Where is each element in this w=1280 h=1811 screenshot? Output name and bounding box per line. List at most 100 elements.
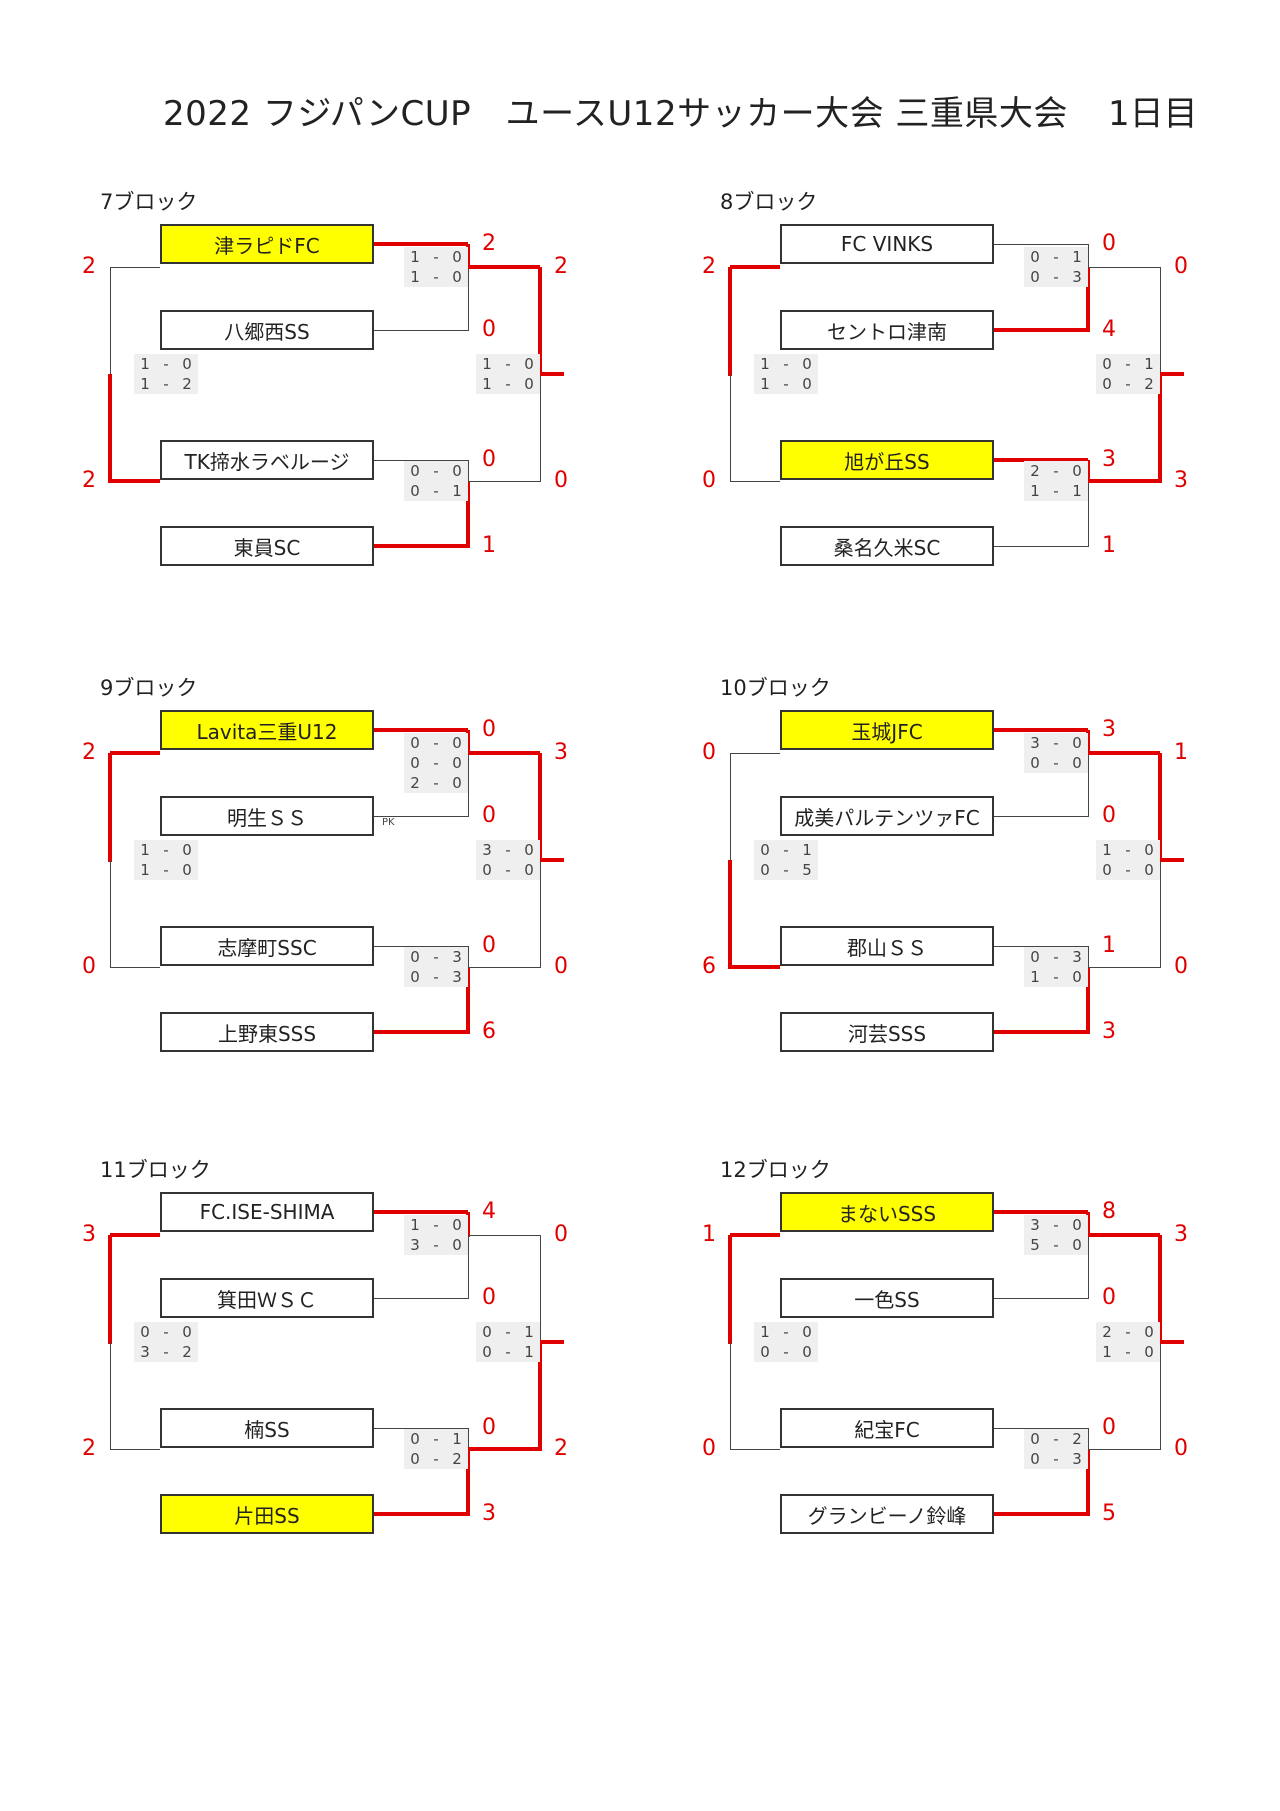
period-dash: -: [783, 1343, 789, 1361]
period-score-a: 0: [760, 841, 770, 859]
period-score-b: 2: [452, 1450, 462, 1468]
period-score-a: 3: [1030, 1216, 1040, 1234]
period-dash: -: [433, 1216, 439, 1234]
period-score-a: 3: [140, 1343, 150, 1361]
match-score: 2: [82, 468, 96, 493]
bracket-line: [730, 965, 780, 969]
bracket-line: [538, 1342, 542, 1451]
period-dash: -: [1053, 1430, 1059, 1448]
match-score: 0: [482, 447, 496, 472]
team-box: グランビーノ鈴峰: [780, 1494, 994, 1534]
match-score: 0: [482, 1415, 496, 1440]
period-score-a: 3: [410, 1236, 420, 1254]
period-score-a: 0: [410, 1430, 420, 1448]
bracket-line: [468, 267, 469, 331]
period-score-row: 1-1: [1024, 481, 1088, 501]
period-score-b: 2: [182, 375, 192, 393]
match-score: 0: [482, 933, 496, 958]
period-score-b: 0: [1072, 1236, 1082, 1254]
period-score-row: 0-3: [1024, 1449, 1088, 1469]
bracket-line: [538, 267, 542, 376]
bracket-line: [994, 728, 1088, 732]
period-dash: -: [1125, 861, 1131, 879]
period-score-b: 0: [802, 1343, 812, 1361]
bracket-line: [110, 1449, 160, 1450]
period-dash: -: [163, 1343, 169, 1361]
match-score: 0: [1174, 254, 1188, 279]
bracket-line: [730, 265, 780, 269]
bracket-line: [730, 753, 780, 754]
period-score-row: 0-1: [1024, 247, 1088, 267]
period-score-row: 0-1: [754, 840, 818, 860]
period-dash: -: [783, 1323, 789, 1341]
period-score-row: 0-0: [404, 461, 468, 481]
bracket-line: [1088, 244, 1089, 268]
match-score: 0: [82, 954, 96, 979]
period-score-b: 3: [1072, 268, 1082, 286]
match-score: 2: [554, 254, 568, 279]
period-score-b: 0: [1144, 861, 1154, 879]
period-score-a: 0: [1030, 1450, 1040, 1468]
day-label: 1日目: [1108, 94, 1198, 134]
bracket-line: [468, 946, 469, 968]
bracket-line: [994, 546, 1088, 547]
period-dash: -: [433, 1450, 439, 1468]
period-score-b: 0: [452, 1216, 462, 1234]
bracket-line: [994, 1210, 1088, 1214]
bracket-line: [468, 1235, 469, 1299]
period-score-a: 0: [410, 754, 420, 772]
bracket-line: [466, 481, 470, 548]
period-dash: -: [433, 1236, 439, 1254]
bracket-line: [374, 1512, 468, 1516]
bracket-line: [540, 860, 541, 968]
team-box: 成美パルテンツァFC: [780, 796, 994, 836]
match-score: 0: [702, 468, 716, 493]
period-score-b: 0: [1144, 1323, 1154, 1341]
period-dash: -: [163, 375, 169, 393]
period-score-b: 0: [452, 734, 462, 752]
team-box: 楠SS: [160, 1408, 374, 1448]
period-score-b: 0: [524, 861, 534, 879]
bracket-line: [1088, 267, 1160, 268]
match-score: 1: [702, 1222, 716, 1247]
period-dash: -: [1053, 948, 1059, 966]
period-dash: -: [1053, 968, 1059, 986]
period-score-row: 0-3: [1024, 947, 1088, 967]
bracket-line: [994, 1512, 1088, 1516]
team-box: 郡山ＳＳ: [780, 926, 994, 966]
bracket-line: [730, 753, 731, 861]
bracket-line: [730, 1342, 731, 1450]
match-score: 0: [1102, 1285, 1116, 1310]
period-score-b: 0: [802, 375, 812, 393]
period-score-a: 0: [482, 1323, 492, 1341]
period-score-b: 3: [1072, 948, 1082, 966]
period-dash: -: [505, 1343, 511, 1361]
period-score-a: 1: [482, 375, 492, 393]
period-score-b: 3: [1072, 1450, 1082, 1468]
team-box: まないSSS: [780, 1192, 994, 1232]
bracket-line: [1088, 1235, 1089, 1299]
bracket-line: [110, 267, 160, 268]
period-score-b: 0: [1072, 754, 1082, 772]
block-title: 7ブロック: [100, 190, 198, 214]
period-score-a: 1: [140, 841, 150, 859]
bracket-line: [994, 1428, 1088, 1429]
period-score-b: 2: [182, 1343, 192, 1361]
team-box: Lavita三重U12: [160, 710, 374, 750]
period-score-row: 2-0: [1096, 1322, 1160, 1342]
team-box: 八郷西SS: [160, 310, 374, 350]
match-score: 5: [1102, 1501, 1116, 1526]
period-score-row: 0-0: [476, 860, 540, 880]
match-score: 2: [482, 231, 496, 256]
period-score-row: 3-0: [1024, 733, 1088, 753]
period-dash: -: [1053, 1450, 1059, 1468]
bracket-line: [1086, 967, 1090, 1034]
period-score-a: 1: [760, 375, 770, 393]
match-score: 2: [82, 740, 96, 765]
